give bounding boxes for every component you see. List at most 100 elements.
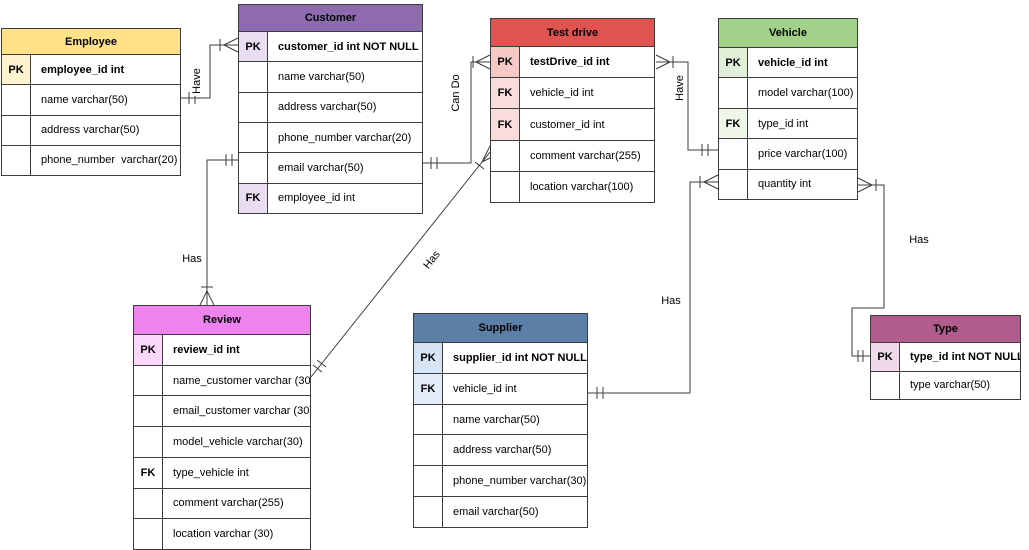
- key-cell: PK: [719, 48, 748, 78]
- key-cell: [2, 115, 31, 145]
- key-cell: [414, 497, 443, 527]
- entity-table-employee[interactable]: Employee PK employee_id int name varchar…: [1, 28, 181, 176]
- table-row: FK employee_id int: [239, 183, 422, 213]
- table-row: comment varchar(255): [491, 140, 654, 172]
- table-row: address varchar(50): [414, 435, 587, 467]
- table-row: FK type_id int: [719, 108, 857, 140]
- table-row: address varchar(50): [2, 115, 180, 146]
- table-row: model varchar(100): [719, 78, 857, 109]
- table-row: name varchar(50): [2, 85, 180, 116]
- column-def: comment varchar(255): [173, 497, 284, 510]
- table-row: email_customer varchar (30): [134, 396, 310, 428]
- table-row: FK type_vehicle int: [134, 457, 310, 489]
- key-cell: FK: [491, 109, 520, 140]
- table-row: name varchar(50): [414, 404, 587, 436]
- key-cell: PK: [134, 335, 163, 365]
- table-row: address varchar(50): [239, 92, 422, 123]
- column-def: type_id int NOT NULL: [910, 350, 1020, 363]
- key-cell: PK: [491, 47, 520, 78]
- key-cell: FK: [239, 183, 268, 213]
- table-row: name varchar(50): [239, 62, 422, 93]
- table-row: PK review_id int: [134, 335, 310, 366]
- column-def: address varchar(50): [41, 124, 140, 137]
- entity-table-test-drive[interactable]: Test drive PK testDrive_id int FK vehicl…: [490, 18, 655, 203]
- table-row: FK customer_id int: [491, 109, 654, 141]
- column-def: phone_number varchar(30): [453, 475, 587, 488]
- key-cell: PK: [239, 32, 268, 62]
- column-def: type varchar(50): [910, 379, 991, 392]
- column-def: review_id int: [173, 343, 240, 356]
- relationship-label-customer-review[interactable]: Has: [180, 253, 204, 265]
- key-cell: [239, 122, 268, 153]
- key-cell: [239, 92, 268, 122]
- key-cell: [134, 427, 163, 457]
- table-row: PK customer_id int NOT NULL: [239, 32, 422, 63]
- key-cell: FK: [491, 78, 520, 109]
- table-title: Vehicle: [719, 19, 857, 48]
- table-row: email varchar(50): [239, 153, 422, 184]
- key-cell: [491, 171, 520, 203]
- key-cell: [134, 519, 163, 550]
- table-row: type varchar(50): [871, 371, 1020, 399]
- relationship-label-employee-customer[interactable]: Have: [191, 66, 203, 96]
- table-row: name_customer varchar (30): [134, 365, 310, 397]
- entity-table-vehicle[interactable]: Vehicle PK vehicle_id int model varchar(…: [718, 18, 858, 200]
- column-def: model varchar(100): [758, 87, 854, 100]
- column-def: type_vehicle int: [173, 466, 249, 479]
- table-row: PK employee_id int: [2, 55, 180, 86]
- table-row: phone_number varchar(20): [2, 145, 180, 175]
- key-cell: [719, 78, 748, 108]
- table-title: Type: [871, 316, 1020, 343]
- entity-table-supplier[interactable]: Supplier PK supplier_id int NOT NULL FK …: [413, 313, 588, 528]
- key-cell: [134, 488, 163, 519]
- entity-table-customer[interactable]: Customer PK customer_id int NOT NULL nam…: [238, 4, 423, 214]
- column-def: model_vehicle varchar(30): [173, 436, 303, 449]
- relationship-label-supplier-vehicle[interactable]: Has: [659, 295, 683, 307]
- column-def: email_customer varchar (30): [173, 405, 310, 418]
- key-cell: FK: [134, 457, 163, 488]
- column-def: quantity int: [758, 178, 812, 191]
- column-def: address varchar(50): [278, 101, 377, 114]
- table-row: FK vehicle_id int: [491, 78, 654, 110]
- key-cell: [239, 62, 268, 92]
- table-row: phone_number varchar(20): [239, 122, 422, 154]
- entity-table-type[interactable]: Type PK type_id int NOT NULL type varcha…: [870, 315, 1021, 400]
- relationship-label-customer-testdrive[interactable]: Can Do: [450, 72, 462, 114]
- column-def: customer_id int NOT NULL: [278, 40, 419, 53]
- column-def: type_id int: [758, 117, 809, 130]
- column-def: location varchar (30): [173, 528, 274, 541]
- entity-table-review[interactable]: Review PK review_id int name_customer va…: [133, 305, 311, 550]
- column-def: phone_number varchar(20): [278, 131, 412, 144]
- column-def: employee_id int: [278, 192, 356, 205]
- table-title: Supplier: [414, 314, 587, 343]
- key-cell: [871, 371, 900, 399]
- key-cell: [491, 140, 520, 171]
- table-row: model_vehicle varchar(30): [134, 427, 310, 458]
- key-cell: [2, 145, 31, 175]
- table-row: PK supplier_id int NOT NULL: [414, 343, 587, 374]
- column-def: name_customer varchar (30): [173, 374, 310, 387]
- column-def: vehicle_id int: [530, 87, 594, 100]
- key-cell: PK: [871, 343, 900, 371]
- table-row: location varchar (30): [134, 519, 310, 550]
- key-cell: [414, 435, 443, 466]
- column-def: name varchar(50): [278, 70, 365, 83]
- key-cell: FK: [414, 373, 443, 404]
- table-row: price varchar(100): [719, 139, 857, 170]
- table-row: PK testDrive_id int: [491, 47, 654, 79]
- key-cell: [414, 404, 443, 435]
- column-def: phone_number varchar(20): [41, 154, 178, 167]
- column-def: employee_id int: [41, 63, 125, 76]
- table-row: PK vehicle_id int: [719, 48, 857, 79]
- relationship-label-vehicle-type[interactable]: Has: [907, 234, 931, 246]
- relationship-label-testdrive-vehicle[interactable]: Have: [674, 73, 686, 103]
- key-cell: PK: [414, 343, 443, 373]
- column-def: location varchar(100): [530, 180, 634, 193]
- column-def: comment varchar(255): [530, 149, 641, 162]
- table-row: PK type_id int NOT NULL: [871, 343, 1020, 372]
- table-row: phone_number varchar(30): [414, 466, 587, 498]
- key-cell: [414, 466, 443, 497]
- table-row: location varchar(100): [491, 171, 654, 203]
- table-row: comment varchar(255): [134, 488, 310, 520]
